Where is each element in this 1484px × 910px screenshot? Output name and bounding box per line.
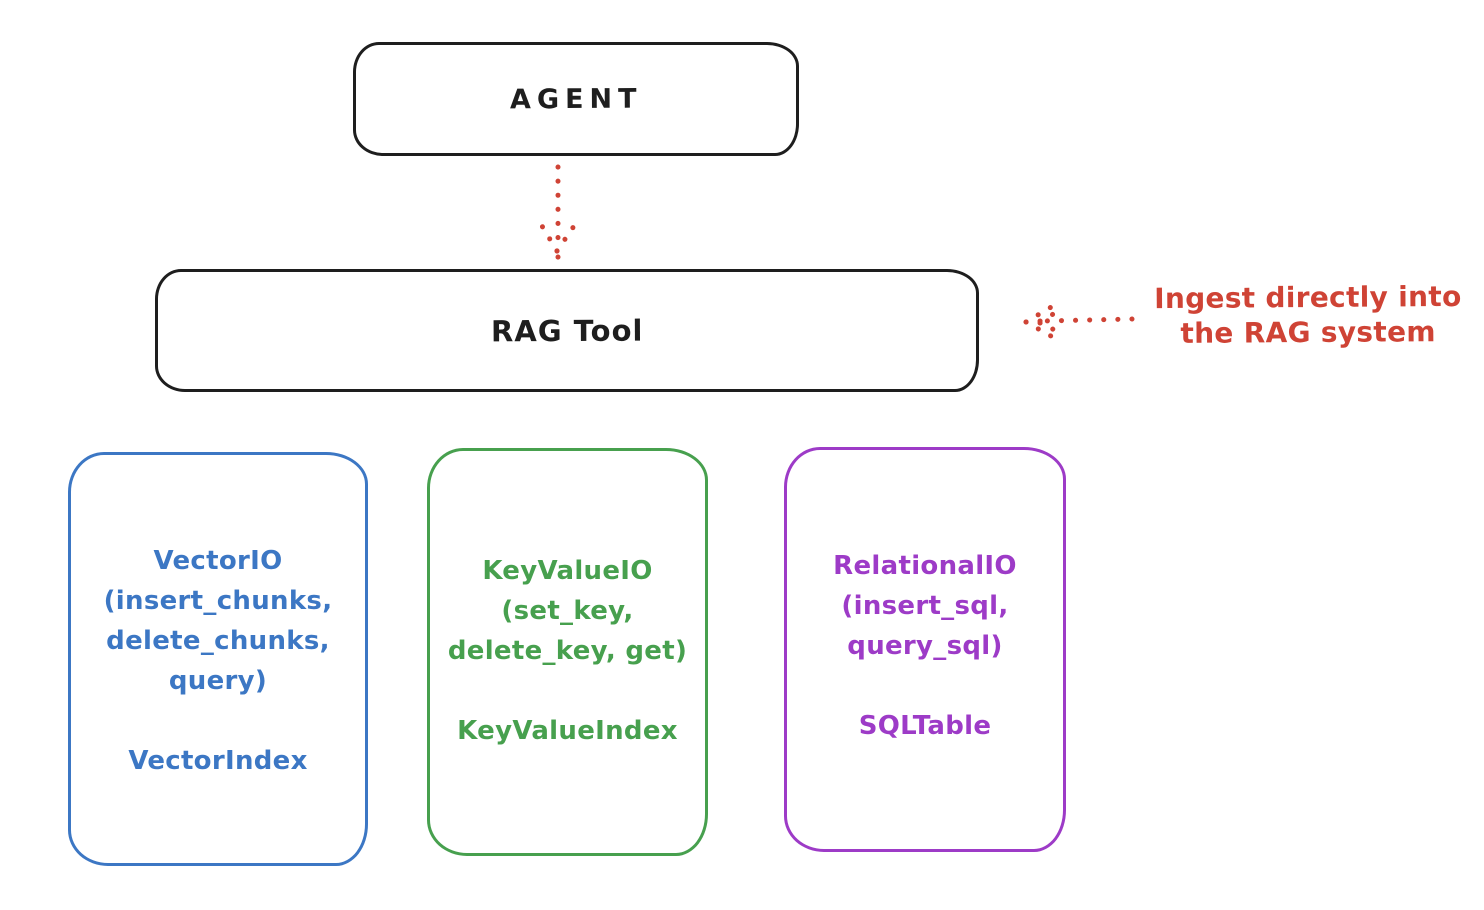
relational-io-method-line: (insert_sql, (841, 591, 1009, 621)
keyvalue-io-title: KeyValueIO (482, 556, 653, 586)
vector-io-box: VectorIO (insert_chunks, delete_chunks, … (68, 452, 368, 866)
keyvalue-io-box: KeyValueIO (set_key, delete_key, get) Ke… (427, 448, 708, 856)
ingest-annotation-line2: the RAG system (1180, 315, 1436, 350)
keyvalue-io-method-line: delete_key, get) (447, 636, 688, 666)
relational-io-method-line: query_sql) (847, 631, 1003, 661)
rag-tool-label: RAG Tool (490, 313, 644, 348)
agent-box: AGENT (353, 42, 799, 156)
vector-io-method-line: delete_chunks, (106, 626, 330, 656)
vector-io-method-line: (insert_chunks, (103, 586, 333, 616)
vector-io-method-line: query) (168, 666, 268, 696)
keyvalue-index-label: KeyValueIndex (457, 716, 678, 746)
relational-io-box: RelationalIO (insert_sql, query_sql) SQL… (784, 447, 1066, 852)
sql-table-label: SQLTable (858, 711, 992, 741)
arrow-annotation-to-rag-tool-icon (1023, 300, 1135, 343)
keyvalue-io-method-line: (set_key, (501, 596, 634, 626)
vector-io-title: VectorIO (153, 546, 283, 576)
agent-label: AGENT (509, 83, 643, 115)
ingest-annotation-line1: Ingest directly into (1154, 279, 1462, 316)
relational-io-title: RelationalIO (833, 551, 1017, 581)
vector-index-label: VectorIndex (128, 746, 308, 776)
arrow-agent-to-rag-tool-icon (539, 164, 577, 261)
ingest-annotation: Ingest directly into the RAG system (1140, 279, 1476, 351)
rag-tool-box: RAG Tool (155, 269, 979, 392)
